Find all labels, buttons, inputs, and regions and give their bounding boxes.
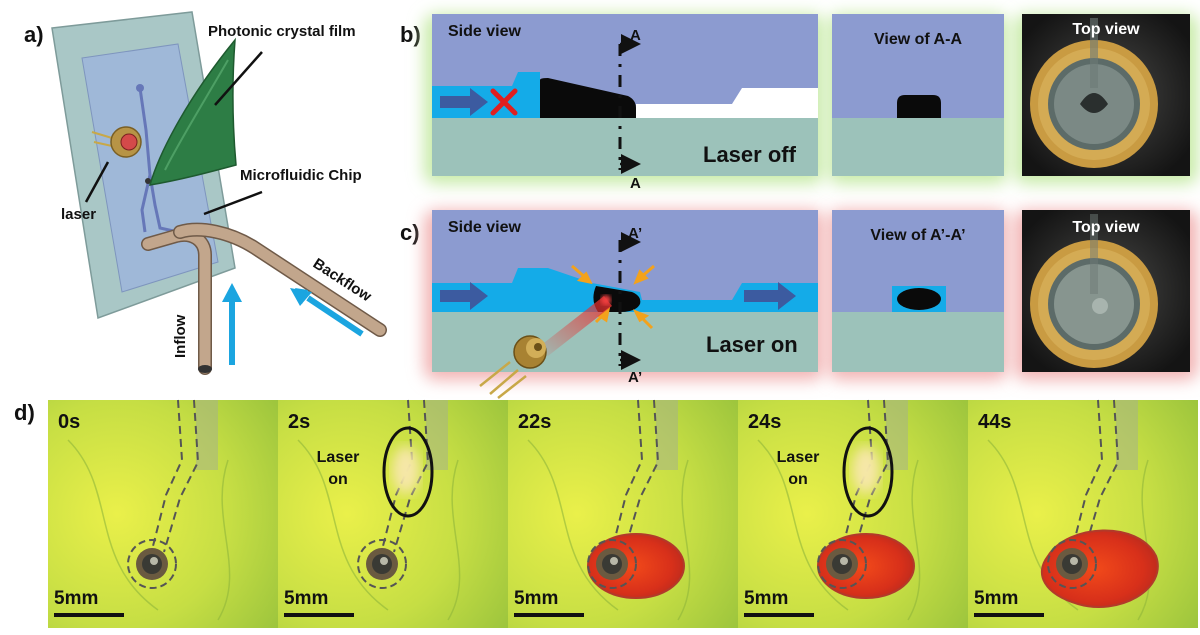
cut-label-bottom: A’ — [628, 369, 642, 386]
chip-channel-branch — [140, 174, 152, 233]
laser-diode — [91, 126, 142, 158]
chip-channel — [138, 87, 179, 234]
section-view-off: View of A-A — [832, 14, 1004, 176]
blocking-plug — [540, 78, 636, 118]
scale-label: 5mm — [974, 588, 1018, 609]
empty-channel — [636, 88, 818, 118]
top-view-title: Top view — [1072, 21, 1140, 38]
panel-a: a) Photonic cry — [24, 11, 387, 375]
section-plug — [897, 95, 941, 118]
panel-b-label: b) — [400, 22, 421, 47]
film-label: Photonic crystal film — [208, 23, 356, 40]
laser-spot-marker — [842, 426, 894, 518]
side-view-off: A A Side view Laser off — [432, 14, 818, 192]
scale-bar — [54, 613, 124, 617]
laser-label: laser — [61, 206, 96, 223]
top-view-title: Top view — [1072, 219, 1140, 236]
blocked-x — [490, 88, 518, 116]
timelapse-frame: 0s 5mm — [48, 399, 278, 628]
chip-valve — [145, 178, 151, 184]
laser-state-label: Laser on — [706, 332, 798, 357]
top-view-photo-off: Top view — [1022, 14, 1190, 176]
cut-label-top: A — [630, 27, 641, 44]
scale-bar — [284, 613, 354, 617]
time-label: 0s — [58, 411, 80, 433]
timelapse-frame: 22s 5mm — [508, 399, 738, 628]
laser-beam — [540, 296, 612, 356]
side-view-title: Side view — [448, 23, 521, 40]
heat-arrows — [571, 264, 655, 330]
laser-spot — [392, 446, 420, 494]
section-view-title: View of A-A — [874, 31, 962, 48]
cut-label-bottom: A — [630, 175, 641, 192]
cut-label-top: A’ — [628, 225, 642, 242]
time-label: 44s — [978, 411, 1011, 433]
side-view-on: A’ A’ Side view Laser on — [432, 210, 818, 386]
scale-bar — [744, 613, 814, 617]
scale-label: 5mm — [514, 588, 558, 609]
panel-a-label: a) — [24, 22, 44, 47]
fluid-channel — [432, 268, 818, 312]
panel-c-label: c) — [400, 220, 420, 245]
laser-spot-marker — [382, 426, 434, 518]
time-label: 2s — [288, 411, 310, 433]
panel-b: b) A A Side view Laser off — [400, 14, 1198, 192]
side-view-title: Side view — [448, 219, 521, 236]
timelapse-frame: 44s 5mm — [968, 399, 1198, 628]
laser-state-label: Laser off — [703, 142, 797, 167]
panel-d-label: d) — [14, 400, 35, 425]
flow-arrow — [440, 282, 488, 310]
flow-arrow-out — [744, 282, 796, 310]
time-label: 22s — [518, 411, 551, 433]
flow-arrow — [440, 88, 488, 116]
section-view-title: View of A’-A’ — [870, 227, 965, 244]
scale-bar — [514, 613, 584, 617]
inflow-label: Inflow — [172, 314, 189, 358]
panel-c: c) A’ A’ Side view Laser on — [400, 210, 1198, 399]
top-view-photo-on: Top view — [1022, 210, 1190, 372]
scale-bar — [974, 613, 1044, 617]
chip-label: Microfluidic Chip — [240, 167, 362, 184]
laser-spot — [852, 446, 880, 494]
scale-label: 5mm — [54, 588, 98, 609]
scale-label: 5mm — [744, 588, 788, 609]
section-view-on: View of A’-A’ — [832, 210, 1004, 372]
backflow-arrow — [306, 295, 364, 337]
photonic-crystal-film — [148, 37, 237, 186]
scale-label: 5mm — [284, 588, 328, 609]
section-plug — [897, 288, 941, 310]
time-label: 24s — [748, 411, 781, 433]
laser-diode-icon — [479, 335, 547, 399]
chip-port — [136, 84, 144, 92]
